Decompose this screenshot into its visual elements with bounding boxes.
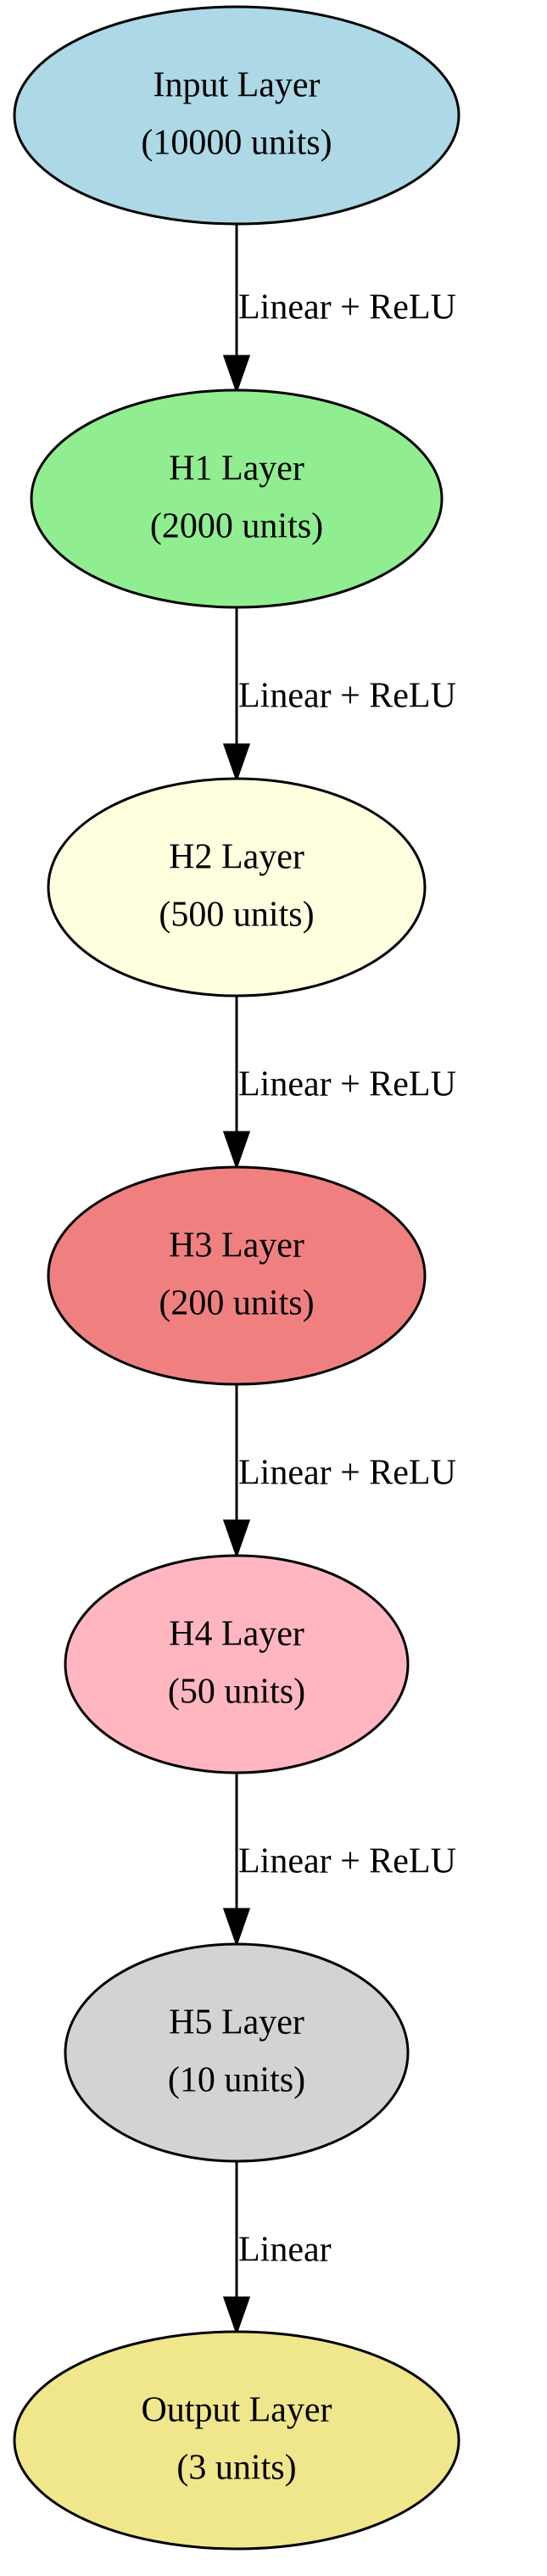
- node-units: (10000 units): [141, 124, 332, 163]
- node-units: (10 units): [168, 2061, 305, 2100]
- edge-label: Linear + ReLU: [238, 1454, 456, 1493]
- node-input-layer: Input Layer (10000 units): [13, 5, 460, 226]
- node-h3-layer: H3 Layer (200 units): [47, 1165, 427, 1386]
- edge-label: Linear: [238, 2231, 332, 2270]
- node-units: (50 units): [168, 1673, 305, 1712]
- node-units: (200 units): [159, 1284, 314, 1323]
- node-h2-layer: H2 Layer (500 units): [47, 777, 427, 997]
- node-ellipse: [30, 388, 444, 609]
- arrowhead-icon: [222, 1131, 251, 1171]
- node-title: H3 Layer: [169, 1227, 304, 1266]
- node-title: Output Layer: [141, 2391, 332, 2430]
- node-units: (3 units): [176, 2449, 296, 2488]
- edge-h5-output: Linear: [222, 2161, 332, 2336]
- arrowhead-icon: [222, 2296, 251, 2336]
- edge-label: Linear + ReLU: [238, 288, 456, 327]
- node-ellipse: [64, 1554, 410, 1774]
- arrowhead-icon: [222, 1908, 251, 1947]
- edge-h2-h3: Linear + ReLU: [222, 996, 456, 1171]
- edge-input-h1: Linear + ReLU: [222, 224, 456, 394]
- node-title: H1 Layer: [169, 450, 304, 489]
- edge-h1-h2: Linear + ReLU: [222, 607, 456, 783]
- node-title: Input Layer: [153, 66, 320, 105]
- node-h5-layer: H5 Layer (10 units): [64, 1942, 410, 2163]
- node-units: (2000 units): [150, 507, 323, 546]
- node-ellipse: [47, 777, 427, 997]
- node-h1-layer: H1 Layer (2000 units): [30, 388, 444, 609]
- node-ellipse: [64, 1942, 410, 2163]
- edge-h3-h4: Linear + ReLU: [222, 1384, 456, 1559]
- edge-h4-h5: Linear + ReLU: [222, 1773, 456, 1947]
- node-units: (500 units): [159, 896, 314, 935]
- node-title: H4 Layer: [169, 1615, 304, 1654]
- arrowhead-icon: [222, 355, 251, 394]
- node-ellipse: [13, 2330, 460, 2551]
- edge-label: Linear + ReLU: [238, 1065, 456, 1104]
- arrowhead-icon: [222, 743, 251, 783]
- node-output-layer: Output Layer (3 units): [13, 2330, 460, 2551]
- arrowhead-icon: [222, 1519, 251, 1559]
- node-title: H2 Layer: [169, 838, 304, 877]
- edge-label: Linear + ReLU: [238, 677, 456, 716]
- edge-label: Linear + ReLU: [238, 1842, 456, 1881]
- node-title: H5 Layer: [169, 2003, 304, 2042]
- node-ellipse: [47, 1165, 427, 1386]
- node-h4-layer: H4 Layer (50 units): [64, 1554, 410, 1774]
- node-ellipse: [13, 5, 460, 226]
